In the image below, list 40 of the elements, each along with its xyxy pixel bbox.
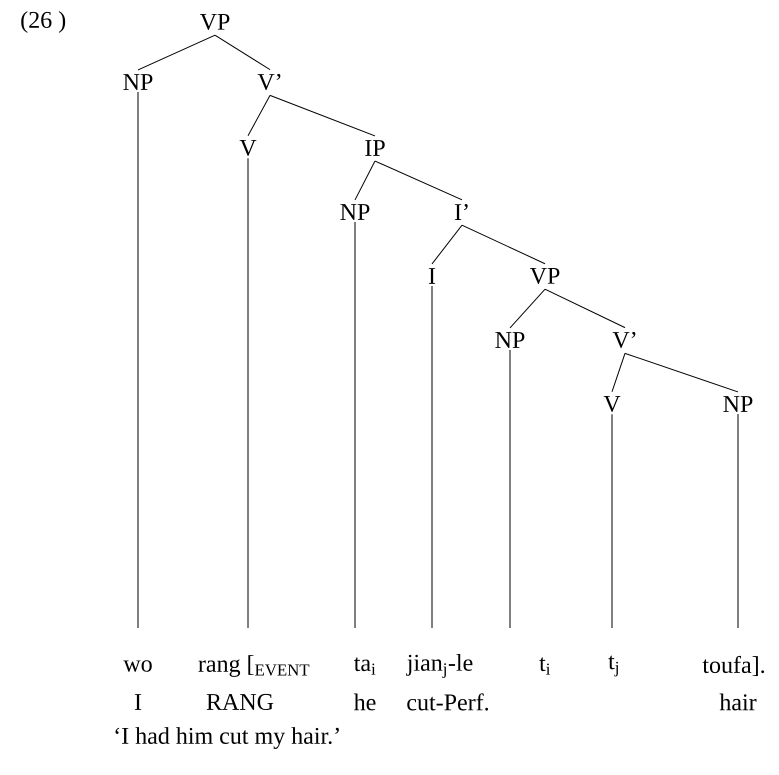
category-label: NP [123,74,152,90]
category-label: V [604,396,620,412]
branch-line [374,160,462,200]
branch-line [270,94,376,136]
leaf-word: t$_{i}$ [539,657,550,675]
leaf-word: t$_{j}$ [608,656,618,676]
leaf-word: toufa]. [702,656,764,676]
category-label: V’ [612,332,636,348]
category-label: V’ [258,74,280,90]
leaf-word: rang [$_{EVENT}$ [198,655,310,677]
category-label: I’ [454,204,468,220]
category-label: V [240,140,256,156]
branch-line [432,224,462,264]
leaf-word: wo [123,660,152,672]
category-label: NP [340,204,370,220]
branch-line [248,94,270,136]
category-label: NP [495,332,524,348]
category-label: VP [530,268,560,284]
branch-line [354,222,356,628]
branch-line [354,160,376,200]
category-label: VP [200,14,230,30]
leaf-word: ta$_{i}$ [354,657,376,675]
branch-line [612,352,626,392]
gloss-word: hair [720,694,756,710]
branch-line [544,288,626,328]
leaf-word: jian$_{j}$-le [406,654,472,678]
category-label: IP [365,140,385,156]
example-number: (26 ) [21,11,66,33]
category-label: NP [723,396,752,412]
gloss-word: he [354,694,376,710]
translation-text: ‘I had him cut my hair.’ [116,727,339,749]
gloss-word: I [134,694,142,710]
category-label: I [428,268,436,284]
branch-line [138,34,216,70]
branch-line [462,224,546,264]
gloss-word: cut-Perf. [407,693,488,711]
branch-line [510,288,546,328]
branch-line [214,34,270,70]
gloss-word: RANG [206,694,274,710]
branch-line [624,352,738,392]
